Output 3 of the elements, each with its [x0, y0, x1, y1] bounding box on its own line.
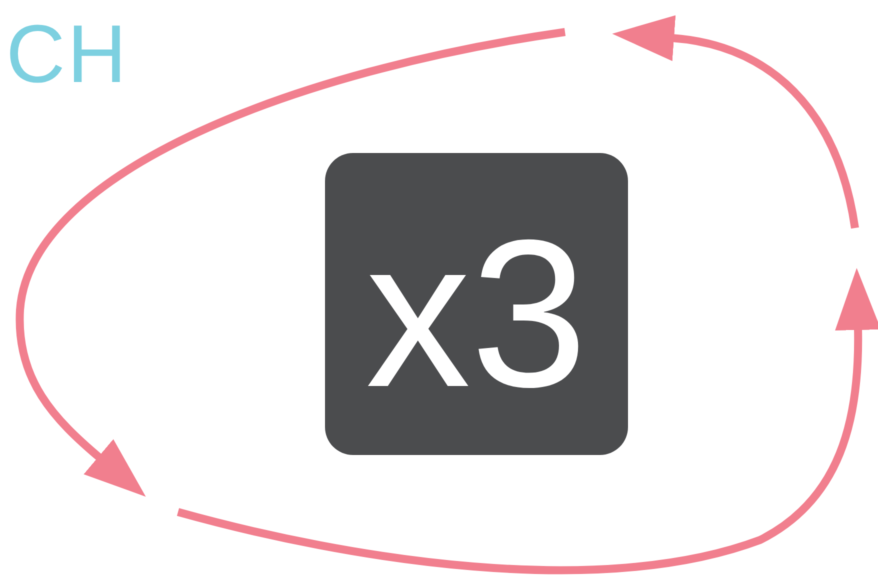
multiplier-text: x3 [366, 195, 588, 419]
corner-label: CH [6, 14, 129, 96]
multiplier-box [325, 153, 628, 455]
